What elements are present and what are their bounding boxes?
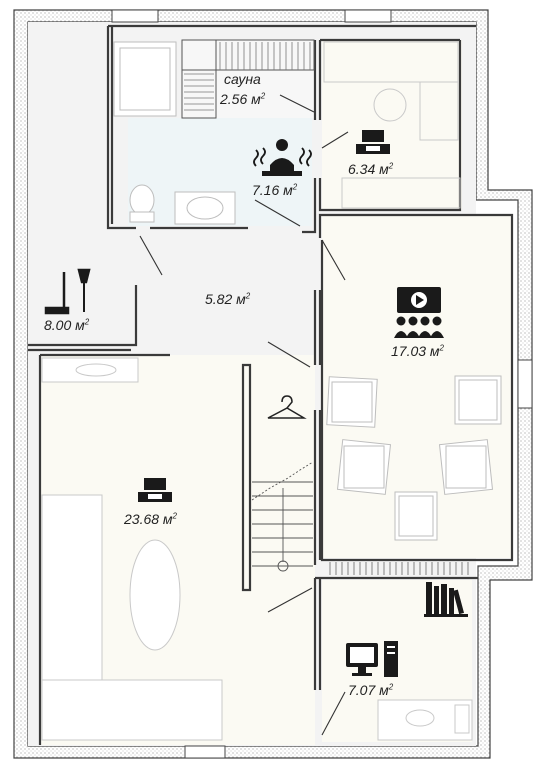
windows: [111, 9, 533, 759]
sofa: [41, 494, 103, 686]
cinema-icon: [394, 287, 444, 338]
bathroom-fixtures: [113, 41, 236, 225]
floor-bedroom-small: [322, 40, 462, 210]
room-label-sauna-name: сауна: [224, 71, 261, 87]
room-label-cinema: 17.03 м2: [391, 343, 444, 359]
hanger-icon: [267, 395, 307, 419]
room-label-office: 7.07 м2: [348, 682, 394, 698]
tv-icon-living: [138, 478, 172, 502]
room-label-sauna: 2.56 м2: [220, 91, 266, 107]
radiator: [329, 562, 469, 575]
living-furniture: [41, 357, 223, 741]
toilet: [129, 184, 155, 216]
tv-icon: [356, 130, 390, 154]
floor-sauna: [182, 40, 317, 118]
staircase: [251, 461, 314, 572]
computer-icon: [346, 641, 398, 677]
room-label-bedroom-small: 6.34 м2: [348, 161, 394, 177]
room-label-storage: 8.00 м2: [44, 317, 90, 333]
shower: [113, 41, 177, 117]
small-room-furniture: [323, 41, 461, 209]
sauna-bench: [181, 39, 315, 119]
coffee-table: [129, 539, 181, 651]
room-label-hall: 5.82 м2: [205, 291, 251, 307]
sauna-person-icon: [253, 139, 312, 176]
cinema-chairs: [326, 375, 502, 541]
room-label-living: 23.68 м2: [124, 511, 177, 527]
office-furniture: [377, 699, 473, 741]
interior-walls: [28, 24, 514, 745]
door-swings: [139, 94, 349, 736]
cleaning-tools-icon: [44, 268, 91, 315]
room-label-bathroom: 7.16 м2: [252, 182, 298, 198]
bookshelf-icon: [424, 582, 468, 617]
